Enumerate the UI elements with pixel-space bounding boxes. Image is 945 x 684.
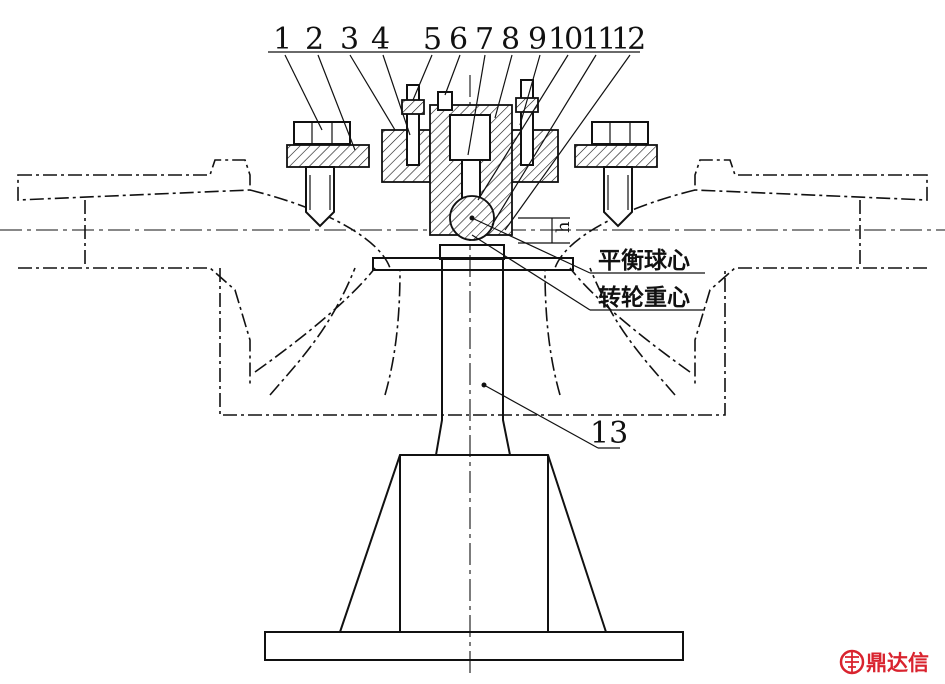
flange-right — [574, 144, 658, 168]
runner-center-of-gravity-label: 转轮重心 — [598, 284, 690, 311]
part-label-6: 6 — [449, 22, 468, 57]
watermark-text: 鼎达信 — [866, 651, 929, 675]
part-label-7: 7 — [475, 22, 494, 57]
base-plate — [264, 631, 684, 661]
column-top-plate — [372, 257, 574, 271]
part-label-12: 12 — [611, 22, 644, 57]
stud-right-nut — [515, 97, 539, 113]
runner-outline — [17, 159, 928, 416]
part-label-1: 1 — [273, 22, 292, 57]
watermark-logo: 鼎达信 — [839, 649, 929, 675]
center-shaft — [461, 159, 481, 201]
center-bore — [449, 114, 491, 161]
part-label-3: 3 — [340, 22, 359, 57]
leader-lines — [268, 51, 705, 449]
part-label-10: 10 — [548, 22, 582, 57]
part-label-11: 11 — [581, 22, 613, 57]
part-label-13: 13 — [590, 416, 628, 451]
balance-sphere-center-label: 平衡球心 — [598, 247, 690, 274]
dimension-h-label: h — [553, 221, 574, 233]
stud-left — [406, 84, 420, 166]
part-label-5: 5 — [423, 22, 442, 57]
small-bolt — [437, 91, 453, 111]
support-pedestal — [339, 454, 607, 633]
part-13-marker — [481, 382, 487, 388]
support-column — [435, 258, 511, 456]
part-label-4: 4 — [371, 22, 390, 57]
bolt-right — [591, 121, 649, 228]
column-top-block — [439, 244, 505, 260]
part-label-2: 2 — [305, 22, 324, 57]
part-label-9: 9 — [528, 22, 547, 57]
watermark-seal-icon — [839, 649, 865, 675]
stud-right — [520, 79, 534, 166]
part-label-8: 8 — [501, 22, 520, 57]
flange-left — [286, 144, 370, 168]
stud-left-nut — [401, 99, 425, 115]
bolt-left — [293, 121, 351, 228]
